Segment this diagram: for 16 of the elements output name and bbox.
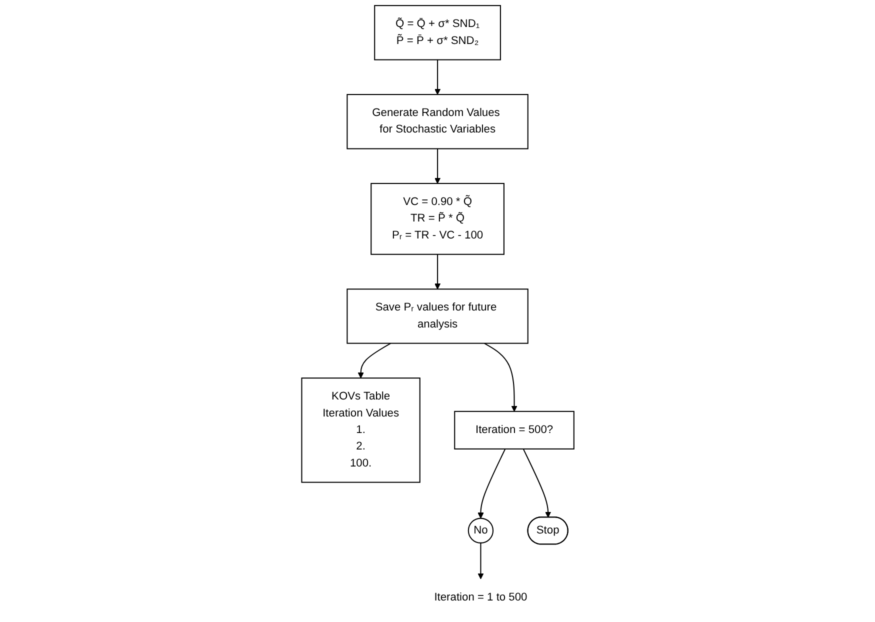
arrow: [484, 342, 517, 412]
arrow: [477, 542, 484, 580]
node-box: KOVs Table Iteration Values 1. 2. 100.: [300, 378, 420, 483]
node-box: Save Pᵣ values for future analysis: [346, 288, 528, 344]
arrow: [434, 254, 440, 290]
arrow: [357, 342, 391, 378]
node-box: Generate Random Values for Stochastic Variables: [346, 94, 528, 150]
node-circle: No: [468, 518, 494, 544]
arrow: [434, 148, 440, 184]
node-box: Iteration = 500?: [454, 410, 574, 450]
arrow: [477, 448, 506, 519]
node-box: Q̃ = Q̄ + σ* SND₁ P̃ = P̄ + σ* SND₂: [374, 5, 501, 60]
node-text: Iteration = 1 to 500: [434, 591, 527, 604]
arrow: [522, 448, 551, 518]
node-box: VC = 0.90 * Q̃ TR = P̃ * Q̃ Pᵣ = TR - VC - 100: [370, 182, 504, 255]
arrow: [434, 60, 440, 95]
